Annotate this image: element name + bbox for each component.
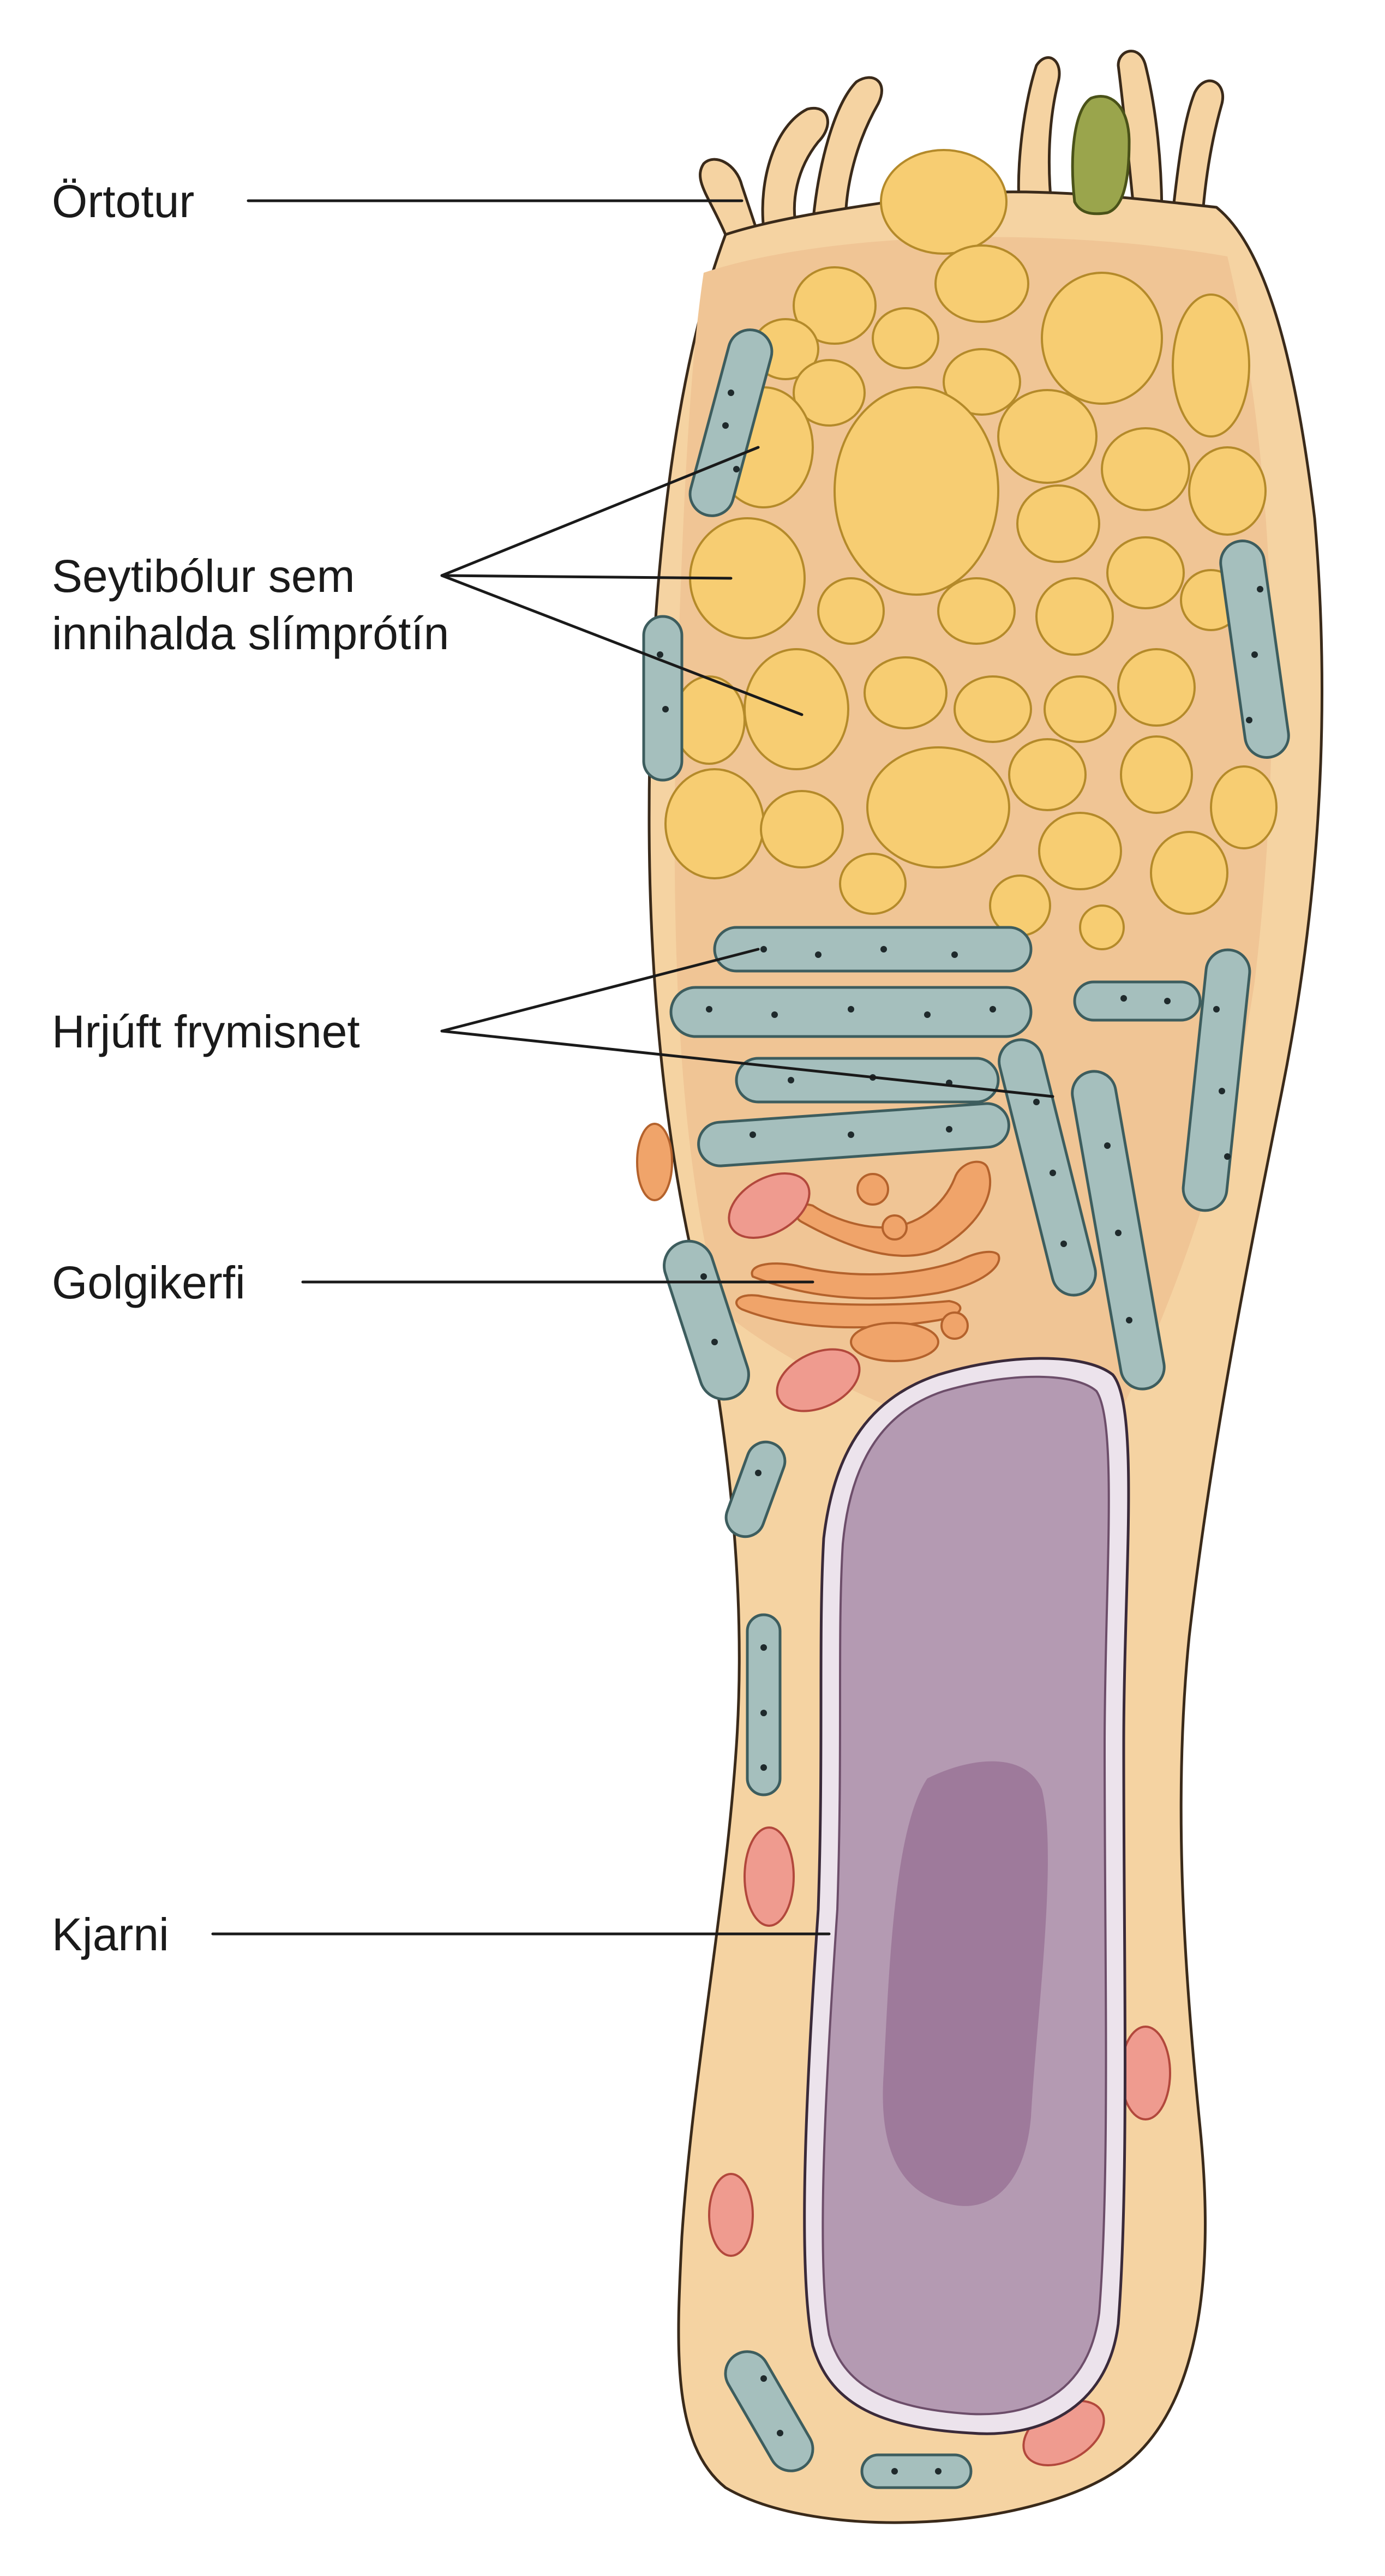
rer-cisterna: [1219, 540, 1290, 759]
ribosomes: [657, 390, 1263, 2475]
golgi-cisterna: [795, 1160, 992, 1257]
vesicle: [1172, 293, 1250, 438]
leader-secretory-1: [440, 446, 760, 577]
mitochondrion: [728, 1172, 811, 1239]
nucleus: [803, 1357, 1130, 2435]
golgi-vesicle: [636, 1123, 673, 1201]
vesicle: [866, 746, 1010, 868]
rough-er: [642, 328, 1290, 2489]
vesicle: [1188, 446, 1267, 536]
vesicle: [1035, 577, 1114, 656]
rer-cisterna: [860, 2453, 973, 2489]
vesicle: [1150, 831, 1228, 915]
vesicle: [839, 853, 907, 915]
vesicle: [664, 768, 765, 879]
vesicle: [1210, 765, 1278, 849]
mitochondrion: [744, 1826, 795, 1927]
nucleolus: [883, 1761, 1048, 2206]
mitochondrion: [1120, 2026, 1171, 2120]
golgi-vesicle: [856, 1173, 889, 1206]
vesicle: [817, 577, 885, 645]
golgi-cisterna: [735, 1294, 962, 1329]
rer-cisterna: [724, 2350, 814, 2472]
rer-cisterna: [735, 1057, 1000, 1104]
golgi-apparatus: [636, 1123, 1000, 1362]
vesicle: [834, 386, 999, 596]
labels: Örtotur Seytibólur sem innihalda slímpró…: [52, 176, 449, 1960]
vesicle: [1117, 648, 1196, 727]
rer-cisterna: [746, 1613, 782, 1796]
mitochondria: [708, 1172, 1171, 2466]
vesicle: [1008, 738, 1087, 811]
rer-cisterna: [688, 328, 774, 517]
vesicle: [793, 359, 866, 427]
green-vesicle: [1071, 95, 1131, 215]
rer-cisterna: [1073, 980, 1202, 1022]
label-golgi: Golgikerfi: [52, 1257, 245, 1308]
vesicle: [937, 577, 1016, 645]
mitochondrion: [776, 1348, 861, 1412]
golgi-vesicle: [882, 1214, 908, 1241]
label-secretory-line2: innihalda slímprótín: [52, 608, 449, 659]
vesicle: [880, 149, 1008, 255]
vesicle: [954, 675, 1032, 743]
vesicle: [1038, 812, 1122, 890]
leader-rer-2: [440, 1029, 1054, 1098]
label-microvilli: Örtotur: [52, 176, 194, 227]
leader-secretory-2: [440, 574, 733, 580]
label-nucleus: Kjarni: [52, 1909, 169, 1960]
golgi-vesicle: [850, 1322, 939, 1362]
vesicle: [872, 307, 939, 369]
rer-cisterna: [724, 1440, 787, 1538]
vesicle: [934, 244, 1029, 323]
golgi-cisterna: [751, 1250, 1000, 1299]
leader-lines: [211, 199, 1054, 1936]
vesicle: [1101, 427, 1190, 511]
vesicle: [943, 348, 1021, 416]
label-secretory-line1: Seytibólur sem: [52, 550, 355, 602]
mitochondrion: [708, 2173, 754, 2257]
rer-cisterna: [642, 615, 683, 782]
vesicle: [1106, 536, 1185, 609]
secretory-vesicles: [664, 149, 1278, 950]
leader-rer-1: [440, 948, 760, 1033]
vesicle: [1016, 484, 1100, 563]
vesicle: [1044, 675, 1117, 743]
leader-secretory-3: [440, 574, 804, 716]
vesicle: [1120, 735, 1193, 814]
vesicle: [760, 790, 844, 868]
label-rough-er: Hrjúft frymisnet: [52, 1006, 360, 1057]
vesicle: [744, 648, 849, 770]
vesicle: [1041, 272, 1163, 405]
rer-cisterna: [998, 1038, 1097, 1297]
golgi-vesicle: [940, 1311, 969, 1340]
rer-cisterna: [713, 926, 1033, 973]
vesicle: [997, 389, 1098, 484]
vesicle: [1079, 904, 1125, 950]
vesicle: [864, 656, 948, 729]
rer-cisterna: [1182, 948, 1251, 1212]
vesicle: [793, 266, 877, 345]
